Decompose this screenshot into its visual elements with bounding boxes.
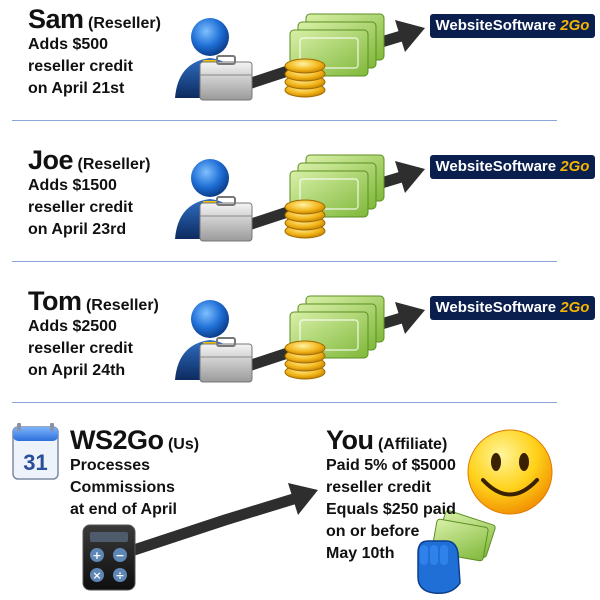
ws2go-desc-line: Commissions [70, 479, 175, 496]
affiliate-desc-line: May 10th [326, 545, 395, 562]
section-divider [12, 402, 557, 403]
svg-text:×: × [92, 569, 101, 582]
ws2go-desc-line: Processes [70, 457, 151, 474]
brand-badge: WebsiteSoftware 2Go [430, 155, 595, 179]
brand-badge: WebsiteSoftware 2Go [430, 296, 595, 320]
section-divider [12, 261, 557, 262]
reseller-name: Sam [28, 4, 84, 34]
reseller-desc-line: on April 24th [28, 362, 126, 379]
money-stack-icon [284, 13, 385, 98]
reseller-desc-line: reseller credit [28, 199, 133, 216]
reseller-role: (Reseller) [88, 15, 161, 32]
payout-flow-graphic: 31 + − × ÷ [12, 423, 553, 595]
businessman-icon [175, 159, 253, 242]
reseller-role: (Reseller) [77, 156, 151, 173]
svg-text:÷: ÷ [115, 569, 124, 582]
money-stack-icon [284, 295, 385, 380]
calculator-icon: + − × ÷ [82, 524, 136, 591]
reseller-desc-line: Adds $1500 [28, 177, 117, 194]
affiliate-text: You (Affiliate) Paid 5% of $5000 reselle… [326, 427, 496, 564]
reseller-flow-graphic [175, 154, 425, 242]
reseller-text: Joe (Reseller) Adds $1500 reseller credi… [28, 147, 178, 240]
reseller-row-joe: Joe (Reseller) Adds $1500 reseller credi… [0, 141, 600, 281]
calendar-day: 31 [23, 450, 47, 475]
affiliate-desc-line: Paid 5% of $5000 [326, 457, 456, 474]
reseller-row-sam: Sam (Reseller) Adds $500 reseller credit… [0, 0, 600, 140]
ws2go-desc-line: at end of April [70, 501, 177, 518]
brand-badge: WebsiteSoftware 2Go [430, 14, 595, 38]
businessman-icon [175, 18, 253, 101]
reseller-desc-line: on April 23rd [28, 221, 127, 238]
reseller-flow-graphic [175, 295, 425, 383]
reseller-text: Tom (Reseller) Adds $2500 reseller credi… [28, 288, 178, 381]
reseller-flow-graphic [175, 13, 425, 101]
reseller-name: Tom [28, 286, 82, 316]
ws2go-role: (Us) [167, 436, 200, 453]
reseller-desc-line: Adds $500 [28, 36, 109, 53]
reseller-text: Sam (Reseller) Adds $500 reseller credit… [28, 6, 178, 99]
reseller-name: Joe [28, 145, 74, 175]
reseller-role: (Reseller) [85, 297, 159, 314]
payout-section: 31 + − × ÷ [0, 405, 600, 600]
affiliate-role: (Affiliate) [377, 436, 448, 453]
hand-with-cash-icon [417, 510, 496, 595]
reseller-desc-line: on April 21st [28, 80, 125, 97]
affiliate-name: You [326, 425, 374, 455]
affiliate-desc-line: Equals $250 paid [326, 501, 456, 518]
money-stack-icon [284, 154, 385, 239]
smiley-icon [467, 429, 553, 515]
ws2go-name: WS2Go [70, 425, 164, 455]
reseller-desc-line: reseller credit [28, 340, 133, 357]
reseller-row-tom: Tom (Reseller) Adds $2500 reseller credi… [0, 282, 600, 422]
reseller-desc-line: Adds $2500 [28, 318, 117, 335]
affiliate-desc-line: on or before [326, 523, 420, 540]
reseller-desc-line: reseller credit [28, 58, 133, 75]
section-divider [12, 120, 557, 121]
svg-text:−: − [115, 549, 124, 562]
ws2go-text: WS2Go (Us) Processes Commissions at end … [70, 427, 210, 520]
businessman-icon [175, 300, 253, 383]
affiliate-desc-line: reseller credit [326, 479, 431, 496]
calendar-icon: 31 [12, 423, 59, 480]
payout-arrow [119, 483, 318, 559]
svg-text:+: + [92, 549, 101, 562]
